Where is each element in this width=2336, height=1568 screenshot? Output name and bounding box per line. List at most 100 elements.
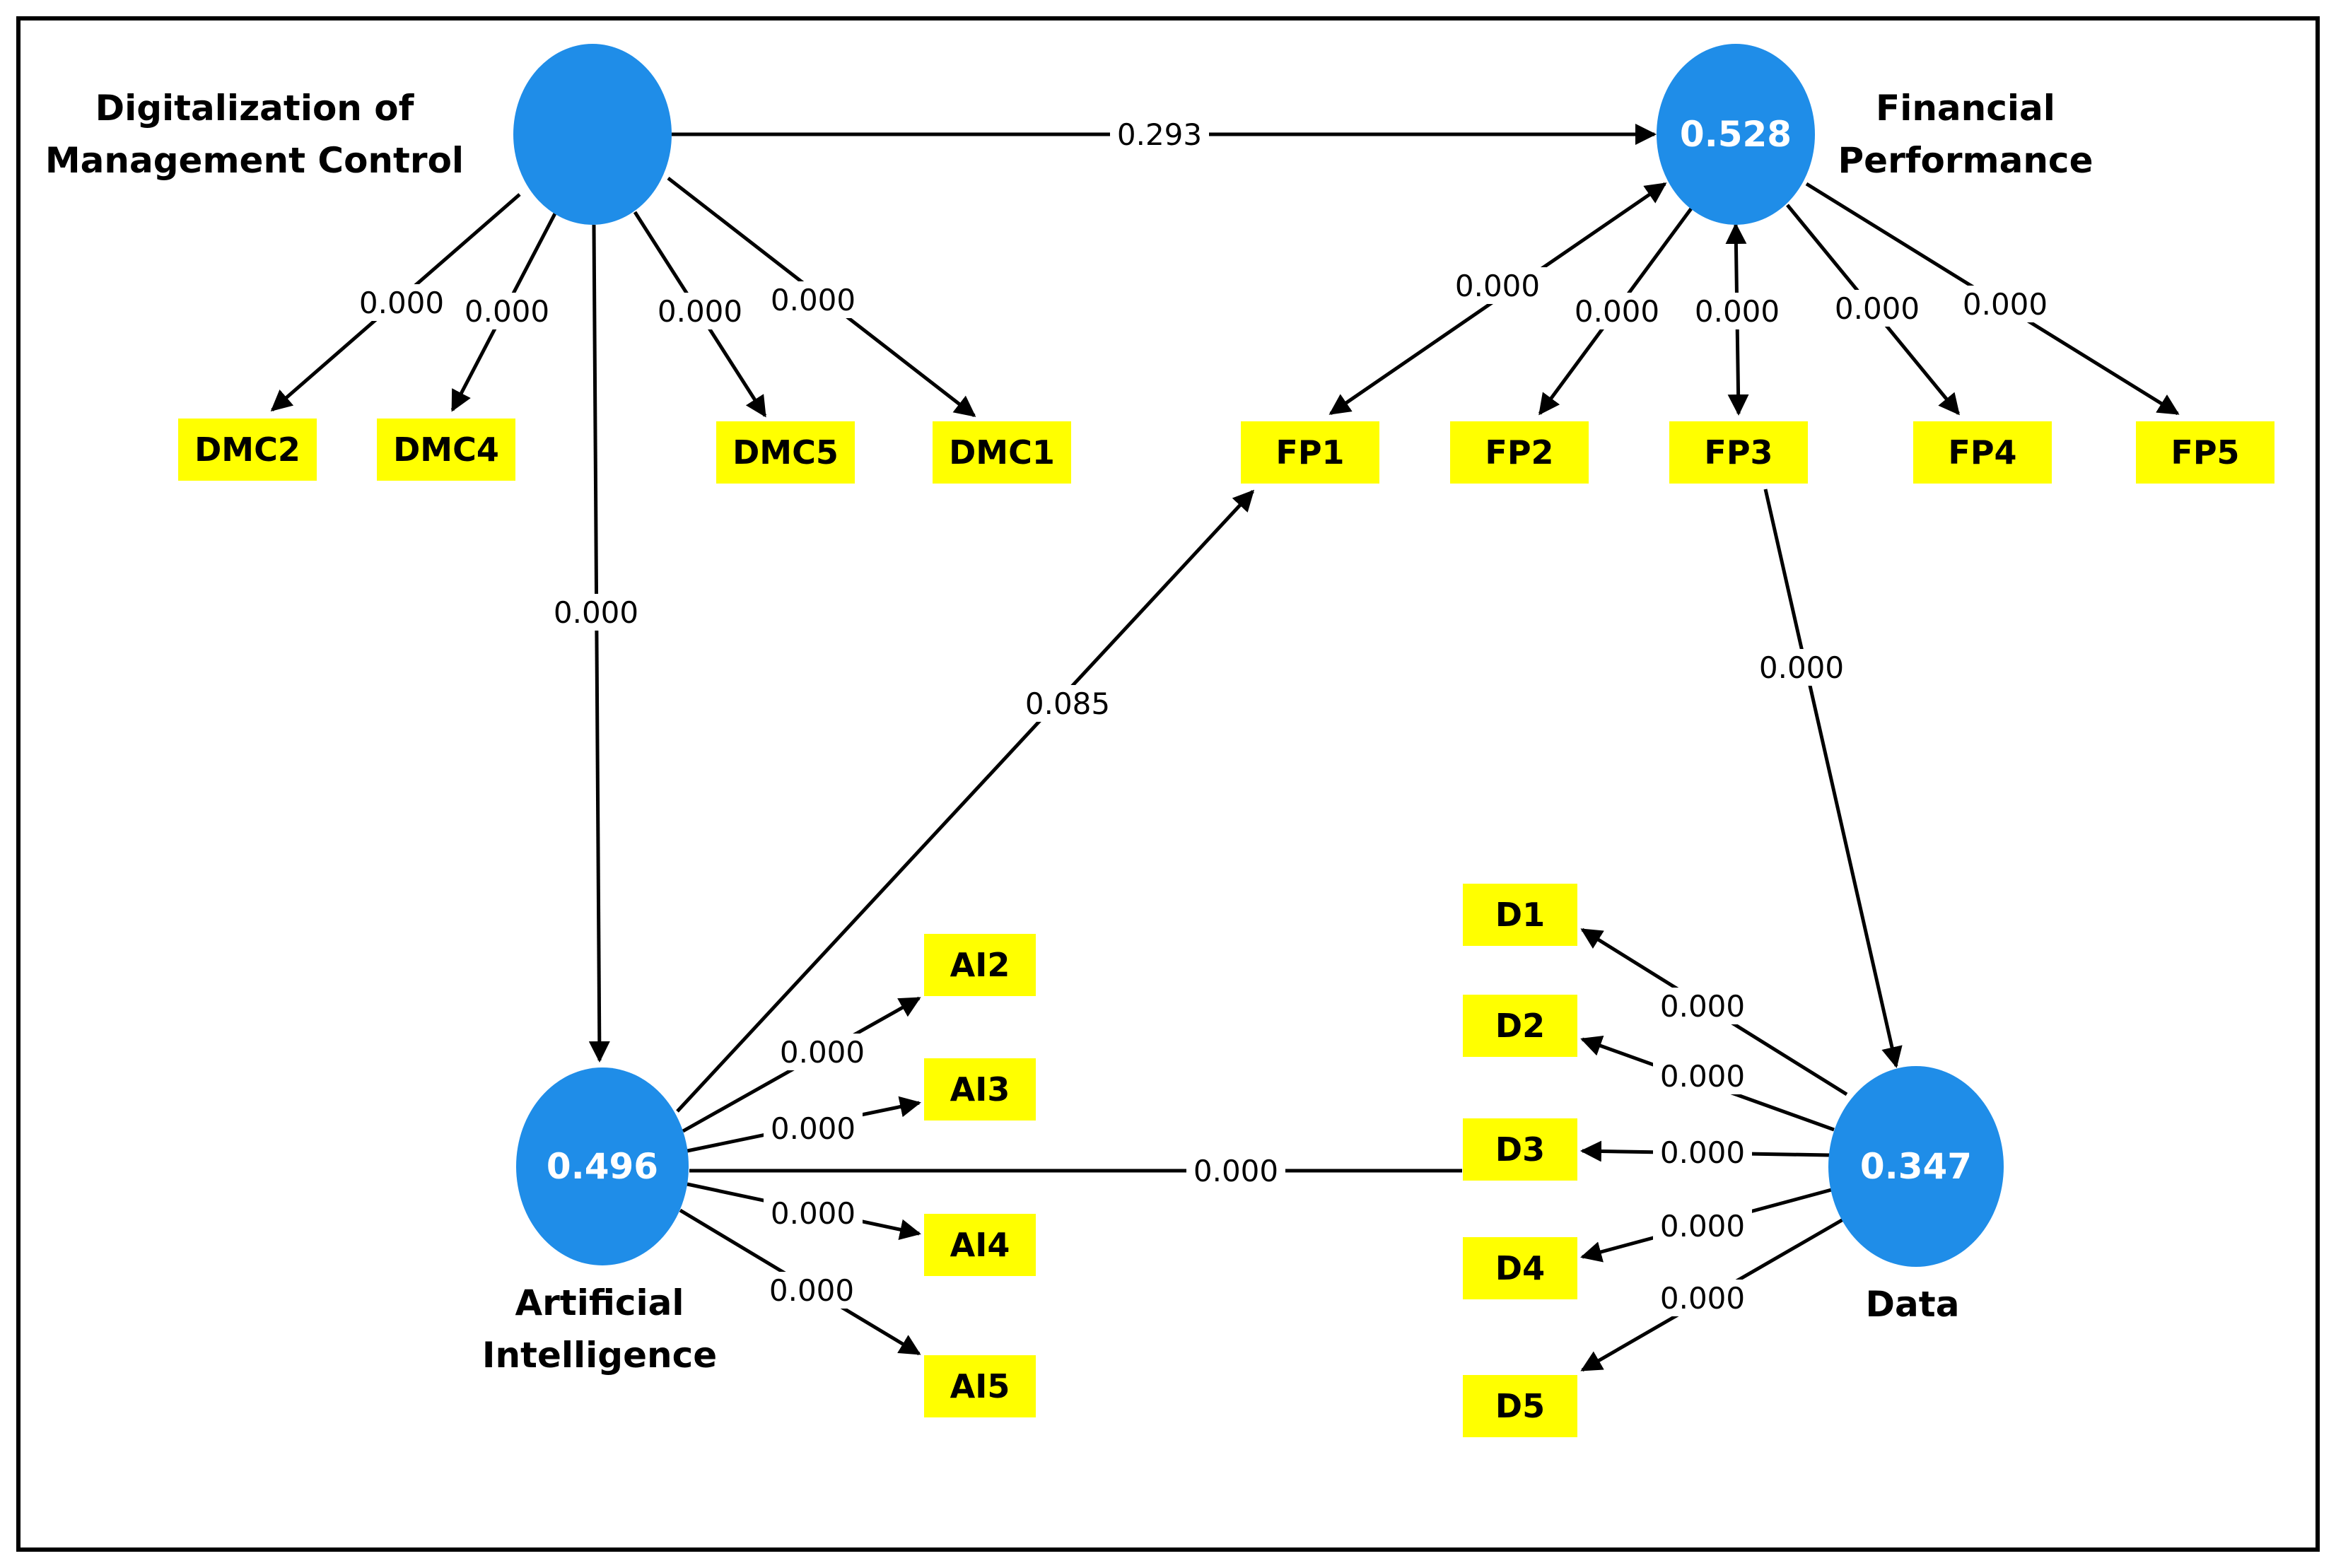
path-label-bg bbox=[1653, 1134, 1752, 1171]
path-coefficient-dmc-to-fp: 0.293 bbox=[1117, 117, 1202, 152]
indicator-dmc4[interactable] bbox=[377, 419, 515, 481]
path-label-bg bbox=[547, 594, 646, 631]
path-coefficient-FP3-to-data: 0.000 bbox=[1759, 650, 1844, 685]
indicator-fp4-label: FP4 bbox=[1948, 433, 2016, 472]
indicator-ai2[interactable] bbox=[924, 934, 1036, 996]
path-coefficient-ai-to-AI2: 0.000 bbox=[780, 1035, 865, 1070]
indicator-fp5-label: FP5 bbox=[2171, 433, 2239, 472]
path-label-bg bbox=[1567, 293, 1666, 329]
path-coefficient-ai-to-D3: 0.000 bbox=[1193, 1154, 1278, 1188]
path-label-bg bbox=[1653, 1058, 1752, 1094]
path-coefficient-fp-to-FP2: 0.000 bbox=[1575, 294, 1659, 329]
indicator-ai3-label: AI3 bbox=[950, 1070, 1010, 1108]
indicator-ai5[interactable] bbox=[924, 1355, 1036, 1417]
path-label-bg bbox=[764, 281, 863, 318]
indicator-ai2-label: AI2 bbox=[950, 946, 1010, 984]
path-label-bg bbox=[1448, 267, 1547, 304]
path-coefficient-ai-to-AI4: 0.000 bbox=[771, 1196, 855, 1231]
indicator-d5[interactable] bbox=[1463, 1375, 1577, 1437]
indicator-d3-label: D3 bbox=[1495, 1130, 1545, 1169]
construct-fp-r-squared: 0.528 bbox=[1680, 114, 1792, 155]
indicator-ai4-label: AI4 bbox=[950, 1226, 1010, 1264]
path-ai-to-FP1 bbox=[676, 489, 1255, 1113]
construct-dmc-title-line: Management Control bbox=[45, 140, 464, 181]
indicator-d1-label: D1 bbox=[1495, 896, 1545, 934]
indicator-d5-label: D5 bbox=[1495, 1387, 1545, 1425]
indicator-fp5[interactable] bbox=[2136, 421, 2274, 484]
indicator-ai3[interactable] bbox=[924, 1058, 1036, 1121]
path-label-bg bbox=[352, 284, 451, 321]
path-label-bg bbox=[764, 1110, 863, 1147]
indicator-d3[interactable] bbox=[1463, 1118, 1577, 1181]
path-coefficient-dmc-to-ai: 0.000 bbox=[554, 595, 638, 630]
indicator-fp1-label: FP1 bbox=[1275, 433, 1344, 472]
path-label-bg bbox=[650, 293, 749, 329]
path-label-bg bbox=[1653, 1280, 1752, 1316]
path-label-bg bbox=[773, 1034, 872, 1070]
indicator-fp3[interactable] bbox=[1669, 421, 1808, 484]
construct-ai-r-squared: 0.496 bbox=[547, 1146, 658, 1187]
construct-ai[interactable] bbox=[516, 1067, 689, 1265]
construct-fp-title-line: Financial bbox=[1876, 88, 2055, 129]
path-coefficient-data-to-D4: 0.000 bbox=[1660, 1209, 1745, 1244]
construct-data[interactable] bbox=[1828, 1066, 2004, 1267]
nodes-layer: Digitalization of Management Control 0.528… bbox=[45, 44, 2274, 1437]
indicator-dmc4-label: DMC4 bbox=[393, 431, 499, 469]
path-label-bg bbox=[1018, 685, 1117, 722]
path-coefficient-dmc-to-DMC4: 0.000 bbox=[465, 294, 549, 329]
indicator-dmc2-label: DMC2 bbox=[194, 431, 300, 469]
path-coefficient-data-to-D1: 0.000 bbox=[1660, 989, 1745, 1024]
indicator-dmc1-label: DMC1 bbox=[949, 433, 1055, 472]
labels-layer: 0.293 0.000 0.000 0.000 0.000 0.000 0.000 0.000… bbox=[352, 116, 2055, 1316]
path-coefficient-fp-to-FP3: 0.000 bbox=[1695, 294, 1780, 329]
construct-data-title-line: Data bbox=[1866, 1284, 1960, 1325]
construct-data-r-squared: 0.347 bbox=[1860, 1146, 1972, 1187]
path-label-bg bbox=[1653, 1207, 1752, 1244]
construct-fp[interactable] bbox=[1657, 44, 1815, 225]
indicator-dmc5-label: DMC5 bbox=[732, 433, 839, 472]
construct-ai-title-line: Intelligence bbox=[482, 1335, 717, 1376]
path-coefficient-dmc-to-DMC1: 0.000 bbox=[771, 283, 855, 317]
indicator-fp4[interactable] bbox=[1913, 421, 2052, 484]
path-FP3-to-data bbox=[1763, 488, 1903, 1068]
path-label-bg bbox=[1110, 116, 1209, 153]
path-label-bg bbox=[1752, 649, 1851, 686]
indicator-d4-label: D4 bbox=[1495, 1249, 1545, 1287]
path-coefficient-fp-to-FP5: 0.000 bbox=[1963, 287, 2048, 322]
path-coefficient-ai-to-AI5: 0.000 bbox=[769, 1273, 854, 1308]
path-coefficient-ai-to-FP1: 0.085 bbox=[1025, 686, 1110, 721]
path-coefficient-fp-to-FP4: 0.000 bbox=[1835, 291, 1920, 326]
path-coefficient-data-to-D3: 0.000 bbox=[1660, 1135, 1745, 1170]
indicator-fp1[interactable] bbox=[1241, 421, 1379, 484]
construct-dmc[interactable] bbox=[513, 44, 672, 225]
path-coefficient-fp-to-FP1: 0.000 bbox=[1455, 269, 1540, 303]
path-label-bg bbox=[1186, 1152, 1285, 1189]
indicator-d4[interactable] bbox=[1463, 1237, 1577, 1299]
indicator-d1[interactable] bbox=[1463, 884, 1577, 946]
path-label-bg bbox=[1828, 290, 1927, 327]
indicator-dmc1[interactable] bbox=[933, 421, 1071, 484]
path-label-bg bbox=[764, 1195, 863, 1231]
indicator-dmc5[interactable] bbox=[716, 421, 855, 484]
construct-dmc-title-line: Digitalization of bbox=[95, 88, 415, 129]
path-dmc-to-ai bbox=[588, 224, 610, 1063]
path-coefficient-dmc-to-DMC5: 0.000 bbox=[658, 294, 742, 329]
diagram-frame bbox=[16, 16, 2320, 1552]
indicator-ai4[interactable] bbox=[924, 1214, 1036, 1276]
indicator-fp2[interactable] bbox=[1450, 421, 1589, 484]
indicator-fp3-label: FP3 bbox=[1704, 433, 1773, 472]
indicator-ai5-label: AI5 bbox=[950, 1367, 1010, 1405]
path-coefficient-dmc-to-DMC2: 0.000 bbox=[359, 286, 444, 320]
path-coefficient-ai-to-AI3: 0.000 bbox=[771, 1111, 855, 1146]
indicator-dmc2[interactable] bbox=[178, 419, 317, 481]
indicator-d2-label: D2 bbox=[1495, 1007, 1545, 1045]
path-label-bg bbox=[1688, 293, 1787, 329]
path-label-bg bbox=[762, 1272, 861, 1309]
path-coefficient-data-to-D2: 0.000 bbox=[1660, 1059, 1745, 1094]
construct-fp-title-line: Performance bbox=[1838, 140, 2093, 181]
indicator-d2[interactable] bbox=[1463, 995, 1577, 1057]
path-label-bg bbox=[457, 293, 556, 329]
path-label-bg bbox=[1653, 988, 1752, 1024]
path-coefficient-data-to-D5: 0.000 bbox=[1660, 1281, 1745, 1316]
